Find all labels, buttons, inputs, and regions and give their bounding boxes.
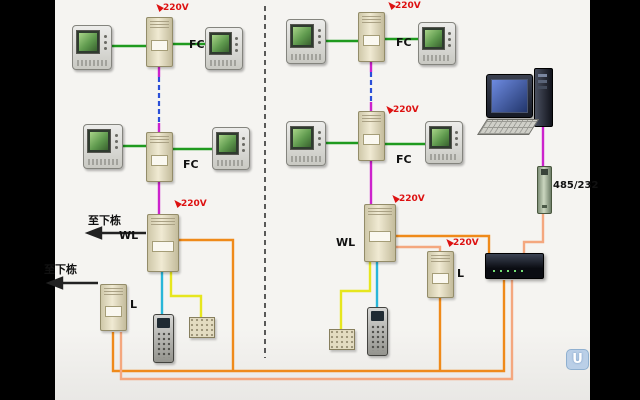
- wl-label: WL: [119, 229, 139, 242]
- video-signal-wires: [112, 37, 427, 151]
- monitor-screen: [209, 32, 232, 56]
- monitor-speaker-grill: [423, 55, 451, 61]
- monitor-speaker-grill: [291, 54, 321, 60]
- handset-keypad: [371, 325, 384, 351]
- computer-keyboard: [477, 119, 539, 135]
- monitor-speaker-grill: [88, 159, 118, 165]
- monitor-screen: [290, 24, 315, 49]
- wl-unit: [364, 204, 396, 262]
- monitor-buttons: [318, 29, 321, 32]
- handset-screen: [371, 311, 384, 321]
- indoor-monitor: [425, 121, 463, 164]
- indoor-monitor: [286, 19, 326, 64]
- monitor-buttons: [104, 35, 107, 38]
- fc-label: FC: [396, 36, 412, 49]
- monitor-screen: [290, 126, 315, 151]
- monitor-buttons: [235, 37, 238, 40]
- wl-unit: [147, 214, 179, 272]
- power-label: 220V: [390, 193, 425, 204]
- monitor-buttons: [448, 32, 451, 35]
- monitor-screen: [76, 30, 101, 55]
- fc-unit: [146, 132, 173, 182]
- bus-wires-salmon: [119, 214, 545, 381]
- rs485-converter: [537, 166, 552, 214]
- to-next-building-label: 至下栋: [88, 214, 121, 227]
- junction-box: [329, 329, 355, 350]
- riser-wires: [157, 62, 545, 215]
- power-label: 220V: [154, 2, 189, 13]
- indoor-monitor: [212, 127, 250, 170]
- fc-unit: [146, 17, 173, 67]
- l-unit: [427, 251, 454, 298]
- door-handset: [153, 314, 174, 363]
- fc-unit: [358, 111, 385, 161]
- converter-label: 485/232: [553, 180, 599, 191]
- power-label-text: 220V: [163, 3, 189, 13]
- fc-label: FC: [396, 153, 412, 166]
- power-label-text: 220V: [395, 1, 421, 11]
- indoor-monitor: [286, 121, 326, 166]
- wl-label: WL: [336, 236, 356, 249]
- monitor-speaker-grill: [291, 156, 321, 162]
- monitor-speaker-grill: [217, 160, 245, 166]
- monitor-screen: [422, 27, 445, 51]
- computer-tower: [534, 68, 553, 127]
- power-label: 220V: [444, 237, 479, 248]
- computer-monitor: [486, 74, 533, 118]
- handset-screen: [157, 318, 170, 328]
- indoor-monitor: [205, 27, 243, 70]
- monitor-screen: [87, 129, 112, 154]
- monitor-screen: [429, 126, 452, 150]
- monitor-speaker-grill: [210, 60, 238, 66]
- indoor-monitor: [83, 124, 123, 169]
- fc-label: FC: [189, 38, 205, 51]
- door-handset: [367, 307, 388, 356]
- junction-wires: [169, 262, 372, 330]
- monitor-buttons: [242, 137, 245, 140]
- l-unit: [100, 284, 127, 331]
- next-building-arrows: [45, 226, 146, 290]
- handset-wires: [160, 262, 379, 315]
- control-hub: [485, 253, 544, 279]
- trunk-wires-dashed: [157, 72, 373, 123]
- computer-screen: [491, 79, 528, 113]
- power-label-text: 220V: [181, 199, 207, 209]
- l-label: L: [130, 298, 138, 311]
- indoor-monitor: [418, 22, 456, 65]
- power-label: 220V: [386, 0, 421, 11]
- fc-unit: [358, 12, 385, 62]
- monitor-buttons: [115, 134, 118, 137]
- l-label: L: [457, 267, 465, 280]
- power-label-text: 220V: [399, 194, 425, 204]
- power-label: 220V: [172, 198, 207, 209]
- junction-box: [189, 317, 215, 338]
- logo-badge: U: [566, 349, 589, 370]
- monitor-buttons: [455, 131, 458, 134]
- diagram-background: FC FC FC FC WL WL L L 至下栋 至下栋 485/232 22…: [44, 0, 598, 400]
- power-label-text: 220V: [393, 105, 419, 115]
- bus-wires-orange: [111, 234, 506, 373]
- power-label-text: 220V: [453, 238, 479, 248]
- monitor-speaker-grill: [77, 60, 107, 66]
- fc-label: FC: [183, 158, 199, 171]
- monitor-buttons: [318, 131, 321, 134]
- monitor-screen: [216, 132, 239, 156]
- handset-keypad: [157, 332, 170, 358]
- power-label: 220V: [384, 104, 419, 115]
- monitor-speaker-grill: [430, 154, 458, 160]
- to-next-building-label: 至下栋: [44, 263, 77, 276]
- logo-letter: U: [572, 352, 583, 367]
- indoor-monitor: [72, 25, 112, 70]
